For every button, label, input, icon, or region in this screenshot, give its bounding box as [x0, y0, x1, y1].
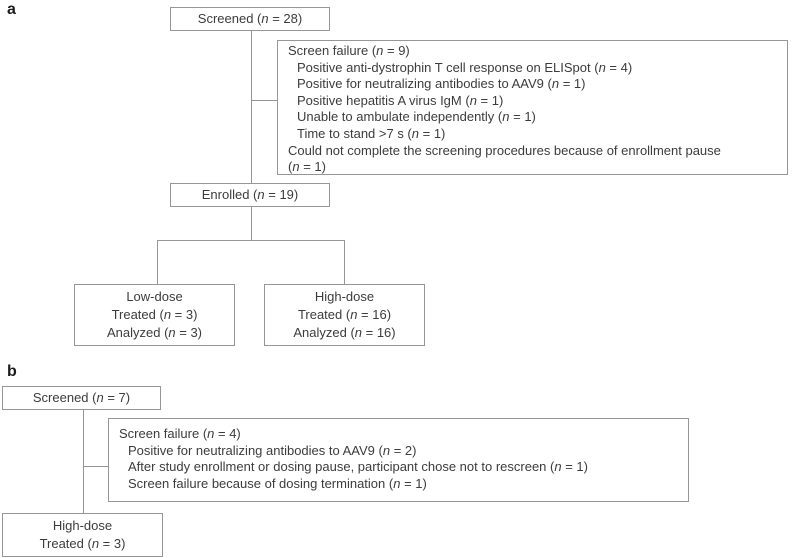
- box-a-high-dose: High-dose Treated (n = 16) Analyzed (n =…: [264, 284, 425, 346]
- box-b-screen-failure: Screen failure (n = 4) Positive for neut…: [108, 418, 689, 502]
- screen-failure-a-item: Positive for neutralizing antibodies to …: [297, 76, 586, 92]
- screen-failure-a-item: Time to stand >7 s (n = 1): [297, 125, 446, 141]
- screen-failure-a-footer-line2: (n = 1): [288, 159, 326, 175]
- connector-a-branch-high-dose: [344, 240, 345, 284]
- box-a-screen-failure: Screen failure (n = 9) Positive anti-dys…: [277, 40, 788, 175]
- screen-failure-b-item: Positive for neutralizing antibodies to …: [128, 442, 417, 458]
- screen-failure-a-footer-line1: Could not complete the screening procedu…: [288, 142, 721, 158]
- high-dose-a-title: High-dose: [314, 289, 375, 304]
- low-dose-title: Low-dose: [126, 289, 183, 304]
- screen-failure-a-title: Screen failure (n = 9): [288, 43, 410, 58]
- screen-failure-a-item: Positive hepatitis A virus IgM (n = 1): [297, 92, 504, 108]
- connector-a-screened-to-enrolled: [251, 31, 252, 183]
- connector-a-enrolled-down: [251, 207, 252, 240]
- screen-failure-a-item: Positive anti-dystrophin T cell response…: [297, 59, 633, 75]
- screen-failure-b-item: Screen failure because of dosing termina…: [128, 475, 427, 491]
- high-dose-a-analyzed: Analyzed (n = 16): [293, 325, 396, 340]
- panel-b-label: b: [7, 363, 17, 380]
- low-dose-treated: Treated (n = 3): [111, 307, 198, 322]
- connector-b-to-screen-failure: [83, 466, 108, 467]
- screen-failure-a-item: Unable to ambulate independently (n = 1): [297, 109, 536, 125]
- screen-failure-b-item: After study enrollment or dosing pause, …: [128, 459, 588, 475]
- low-dose-analyzed: Analyzed (n = 3): [106, 325, 203, 340]
- box-a-enrolled-text: Enrolled (n = 19): [201, 187, 299, 202]
- connector-a-branch-low-dose: [157, 240, 158, 284]
- box-a-screened: Screened (n = 28): [170, 7, 330, 31]
- box-a-low-dose: Low-dose Treated (n = 3) Analyzed (n = 3…: [74, 284, 235, 346]
- panel-a-label: a: [7, 1, 16, 18]
- screen-failure-b-title: Screen failure (n = 4): [119, 426, 241, 441]
- connector-a-branch-horizontal: [157, 240, 345, 241]
- box-b-screened-text: Screened (n = 7): [32, 390, 131, 405]
- box-a-enrolled: Enrolled (n = 19): [170, 183, 330, 207]
- high-dose-b-title: High-dose: [52, 518, 113, 533]
- box-a-screened-text: Screened (n = 28): [197, 11, 303, 26]
- connector-a-to-screen-failure: [251, 100, 278, 101]
- box-b-high-dose: High-dose Treated (n = 3): [2, 513, 163, 557]
- connector-b-screened-to-high-dose: [83, 410, 84, 513]
- high-dose-a-treated: Treated (n = 16): [297, 307, 392, 322]
- high-dose-b-treated: Treated (n = 3): [39, 536, 126, 551]
- box-b-screened: Screened (n = 7): [2, 386, 161, 410]
